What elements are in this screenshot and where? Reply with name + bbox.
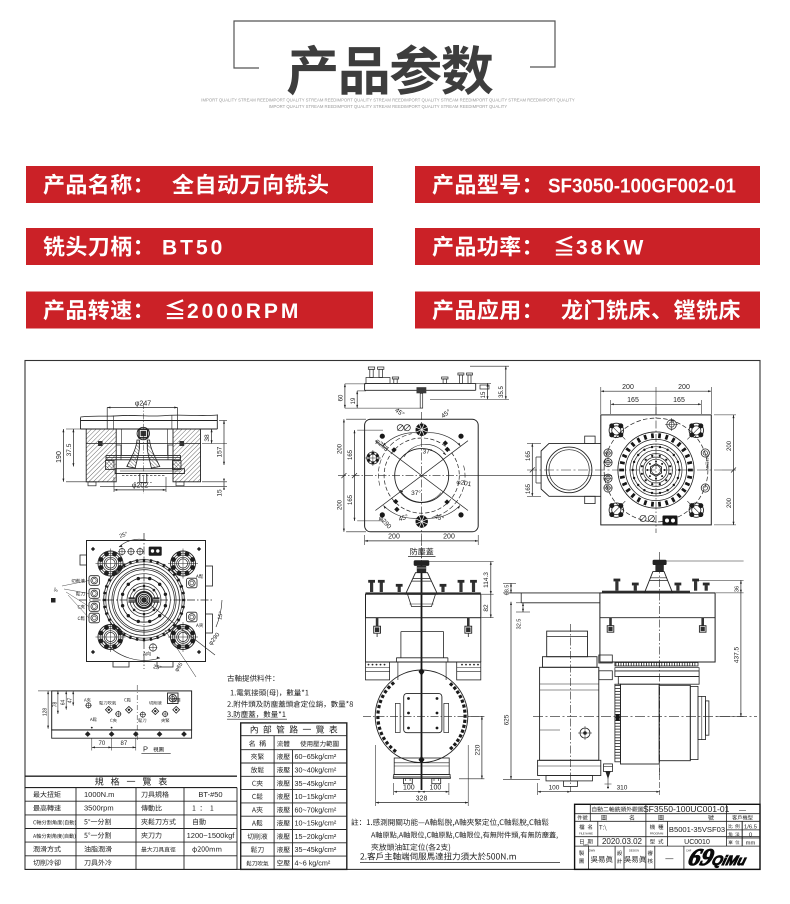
svg-text:15°: 15°	[217, 611, 225, 620]
svg-text:37°: 37°	[423, 448, 433, 456]
svg-text:200: 200	[622, 384, 634, 391]
svg-text:FILE NAME: FILE NAME	[579, 832, 593, 836]
svg-text:35~45kg/cm²: 35~45kg/cm²	[295, 845, 337, 854]
svg-text:87: 87	[121, 741, 128, 747]
svg-text:78: 78	[52, 702, 58, 708]
svg-text:B5001-35VSF03: B5001-35VSF03	[669, 825, 725, 834]
svg-text:70: 70	[99, 741, 106, 747]
svg-text:60: 60	[338, 394, 344, 401]
svg-text:25°: 25°	[153, 664, 162, 672]
svg-text:35.5: 35.5	[499, 386, 505, 398]
svg-text:φ265: φ265	[374, 438, 390, 454]
svg-text:100: 100	[549, 785, 560, 792]
svg-text:310: 310	[617, 785, 628, 792]
svg-text:128: 128	[43, 708, 49, 717]
svg-text:47: 47	[68, 698, 74, 704]
svg-text:10~15kg/cm²: 10~15kg/cm²	[295, 819, 337, 828]
svg-text:200: 200	[337, 443, 343, 454]
svg-text:UC0010: UC0010	[684, 839, 710, 846]
svg-text:mm: mm	[746, 841, 756, 847]
svg-text:64: 64	[61, 700, 67, 706]
svg-text:437.5: 437.5	[733, 646, 740, 663]
svg-text:1200~1500kgf: 1200~1500kgf	[187, 831, 236, 840]
svg-text:30~40kg/cm²: 30~40kg/cm²	[295, 765, 337, 774]
svg-text:60~65kg/cm²: 60~65kg/cm²	[295, 752, 337, 761]
svg-text:100: 100	[403, 785, 415, 792]
svg-text:35~45kg/cm²: 35~45kg/cm²	[295, 779, 337, 788]
svg-text:25°: 25°	[119, 531, 129, 539]
svg-text:165: 165	[348, 449, 354, 460]
svg-text:15: 15	[217, 489, 224, 497]
svg-text:SF3050-100GF002-01: SF3050-100GF002-01	[548, 176, 736, 198]
svg-text:200: 200	[388, 534, 400, 541]
svg-text:200: 200	[337, 499, 343, 510]
svg-text:36: 36	[734, 586, 740, 592]
svg-text:BT-#50: BT-#50	[198, 790, 222, 799]
svg-text:625: 625	[503, 714, 510, 725]
svg-text:15~20kg/cm²: 15~20kg/cm²	[295, 832, 337, 841]
svg-text:100: 100	[430, 785, 442, 792]
svg-text:38: 38	[204, 434, 211, 442]
svg-text:DESIGN: DESIGN	[629, 849, 639, 853]
svg-text:200: 200	[678, 384, 690, 391]
svg-text:φ202: φ202	[132, 483, 148, 490]
svg-text:45°: 45°	[433, 512, 445, 523]
svg-text:157: 157	[217, 446, 224, 457]
svg-text:3°: 3°	[53, 587, 60, 593]
svg-text:328: 328	[416, 795, 428, 802]
svg-text:PROGRAM: PROGRAM	[650, 832, 663, 836]
svg-text:2020.03.02: 2020.03.02	[602, 837, 643, 846]
svg-text:165: 165	[348, 494, 354, 505]
svg-text:φ65: φ65	[174, 662, 184, 673]
svg-text:38KW: 38KW	[576, 237, 646, 260]
svg-text:M8深19孔: M8深19孔	[705, 454, 710, 471]
svg-text:2000RPM: 2000RPM	[187, 300, 301, 323]
svg-text:φ201: φ201	[456, 479, 472, 489]
svg-text:3500rpm: 3500rpm	[84, 804, 114, 813]
svg-text:82: 82	[483, 604, 490, 612]
svg-text:60~70kg/cm²: 60~70kg/cm²	[295, 805, 337, 814]
svg-text:200: 200	[727, 497, 733, 508]
svg-text:P: P	[143, 745, 148, 754]
svg-text:—: —	[739, 807, 746, 814]
svg-text:37°: 37°	[411, 489, 421, 497]
svg-text:15: 15	[481, 391, 487, 398]
svg-text:220: 220	[474, 744, 481, 755]
svg-text:45°: 45°	[440, 408, 453, 420]
svg-text:BT50: BT50	[162, 237, 225, 260]
svg-text:CHF: CHF	[686, 849, 692, 853]
svg-text:165: 165	[526, 483, 532, 494]
svg-text:10~15kg/cm²: 10~15kg/cm²	[295, 792, 337, 801]
svg-text:DATE: DATE	[583, 844, 590, 847]
svg-text:165: 165	[526, 450, 532, 461]
svg-text:φ290: φ290	[208, 632, 222, 647]
svg-text:IMPORT QUALITY STREAM REEDIMPO: IMPORT QUALITY STREAM REEDIMPORT QUALITY…	[269, 104, 508, 109]
svg-text:200: 200	[443, 534, 455, 541]
svg-text:0: 0	[749, 833, 752, 839]
svg-text:φ290: φ290	[377, 515, 393, 531]
svg-text:68.5: 68.5	[504, 585, 510, 596]
svg-text:45°: 45°	[397, 512, 409, 523]
svg-text:1000N.m: 1000N.m	[84, 790, 114, 799]
svg-text:114.3: 114.3	[483, 572, 490, 588]
svg-text:IMPORT QUALITY STREAM REEDIMPO: IMPORT QUALITY STREAM REEDIMPORT QUALITY…	[201, 98, 575, 103]
svg-text:19: 19	[351, 397, 357, 404]
svg-text:4~6 kg/cm²: 4~6 kg/cm²	[295, 859, 331, 868]
svg-text:1/6.5: 1/6.5	[744, 825, 757, 831]
svg-text:165: 165	[627, 397, 639, 404]
svg-text:QiMu: QiMu	[710, 853, 749, 868]
svg-text:DWN: DWN	[589, 849, 595, 853]
svg-text:37.5: 37.5	[66, 443, 73, 456]
svg-text:200: 200	[727, 440, 733, 451]
svg-text:—: —	[665, 854, 673, 863]
svg-text:165: 165	[673, 397, 685, 404]
svg-text:190: 190	[56, 451, 63, 463]
svg-text:SF3550-100UC001-01: SF3550-100UC001-01	[643, 804, 730, 814]
svg-text:32.5: 32.5	[516, 619, 522, 630]
